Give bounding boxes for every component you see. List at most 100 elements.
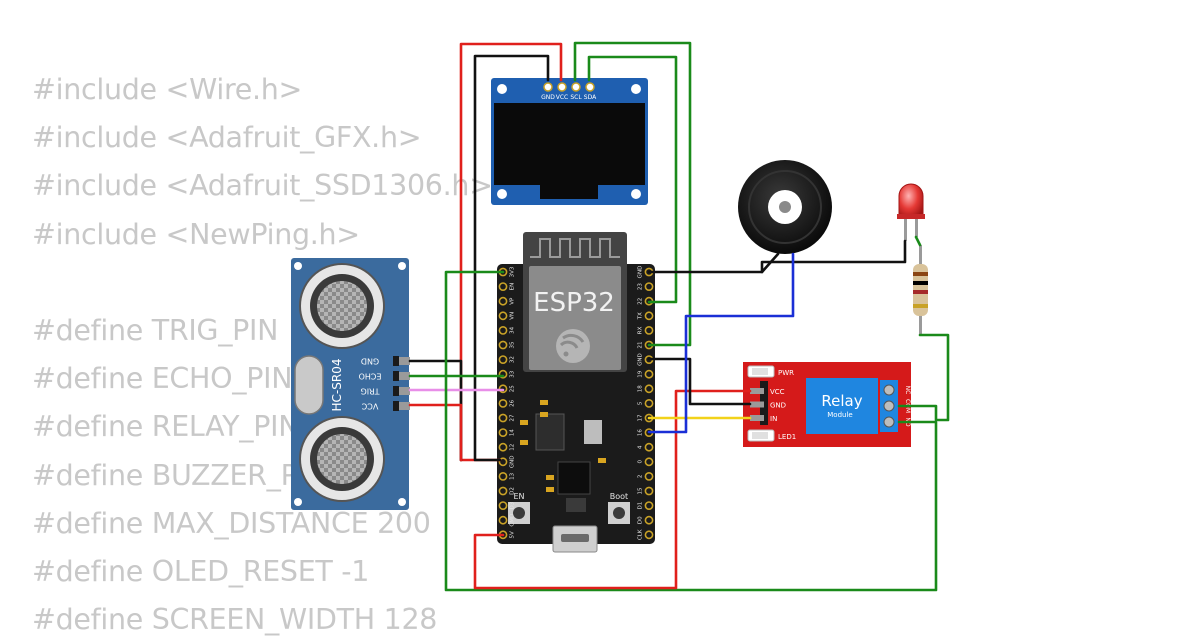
esp32-pin[interactable]: [644, 442, 654, 452]
wire-buzzer-led-gnd[interactable]: [760, 239, 907, 274]
terminal-label-nc: NC: [904, 386, 911, 395]
relay-title: Relay: [821, 392, 862, 410]
wire-esp-gnd-buzzer[interactable]: [647, 252, 780, 274]
esp32-pin-label: 21: [638, 342, 644, 349]
sensor-pin-label: ECHO: [359, 372, 382, 381]
terminal-screw-no: [883, 416, 895, 428]
esp32-pin-label: VN: [510, 312, 516, 320]
sensor-pin[interactable]: [393, 372, 410, 380]
oled-pin[interactable]: [571, 82, 581, 92]
boot-button-label: Boot: [610, 492, 628, 501]
oled-pin[interactable]: [585, 82, 595, 92]
esp32-pin-label: 19: [638, 370, 644, 377]
sensor-mount-hole: [294, 498, 302, 506]
oled-mount-hole: [631, 84, 641, 94]
wire-buzzer-signal[interactable]: [647, 252, 795, 434]
led-dome: [898, 183, 924, 219]
esp32-pin-label: TX: [638, 312, 644, 320]
esp32-pin-label: VP: [510, 297, 516, 305]
sensor-pin[interactable]: [393, 357, 410, 365]
boot-button[interactable]: [608, 502, 630, 524]
esp32-pin[interactable]: [498, 501, 508, 510]
esp32-pin[interactable]: [498, 413, 508, 423]
oled-pin[interactable]: [543, 82, 553, 92]
esp32-pin[interactable]: [644, 384, 654, 394]
relay-pin[interactable]: [750, 388, 764, 394]
relay-subtitle: Module: [827, 411, 852, 419]
esp32-pin-label: D3: [510, 501, 516, 509]
resistor[interactable]: [913, 245, 928, 335]
esp32-pin-label: 17: [638, 414, 644, 421]
esp32-pin[interactable]: [644, 515, 654, 525]
esp32-pin[interactable]: [644, 471, 654, 481]
relay-pin[interactable]: [750, 415, 764, 421]
sensor-pin[interactable]: [393, 387, 410, 395]
esp32-pin[interactable]: [498, 282, 508, 291]
oled-pin[interactable]: [557, 82, 567, 92]
esp32-pin[interactable]: [498, 355, 508, 364]
esp32-pin[interactable]: [644, 325, 654, 335]
esp32-pin[interactable]: [644, 486, 654, 496]
esp32-pin-label: CLK: [638, 529, 644, 540]
relay-coil-housing: [806, 378, 878, 434]
red-led[interactable]: [897, 183, 925, 241]
esp32-pin[interactable]: [644, 530, 654, 540]
esp32-pin[interactable]: [644, 457, 654, 467]
esp32-pin[interactable]: [498, 398, 508, 408]
oled-pin-label: SCL: [570, 94, 582, 101]
resistor-band: [913, 290, 928, 294]
voltage-regulator: [535, 413, 565, 451]
sensor-mount-hole: [398, 498, 406, 506]
esp32-pin[interactable]: [644, 311, 654, 321]
esp32-pin[interactable]: [644, 398, 654, 408]
wire-esp-3v3[interactable]: [444, 270, 938, 592]
esp32-pin[interactable]: [498, 296, 508, 306]
esp32-pin[interactable]: [498, 471, 508, 481]
code-line: #define OLED_RESET -1: [32, 554, 370, 588]
led1-lens: [752, 432, 768, 439]
esp32-pin-label: 26: [510, 399, 516, 406]
esp32-pin[interactable]: [498, 325, 508, 335]
esp32-pin-label: 25: [510, 385, 516, 392]
esp32-pin[interactable]: [498, 442, 508, 452]
esp32-pin[interactable]: [498, 515, 508, 525]
esp32-pin-label: 22: [638, 298, 644, 305]
code-line: #define MAX_DISTANCE 200: [32, 506, 431, 540]
sensor-pin-housing: [393, 371, 399, 381]
en-button-label: EN: [513, 492, 524, 501]
sensor-pin-label: TRIG: [360, 387, 380, 396]
oled-screen: [494, 103, 645, 185]
sensor-pin-housing: [393, 386, 399, 396]
esp32-pin[interactable]: [498, 340, 508, 350]
wire-esp-5v[interactable]: [473, 389, 752, 590]
wire-resistor-relay[interactable]: [897, 333, 950, 422]
esp32-pin[interactable]: [644, 501, 654, 510]
wire-led-resistor[interactable]: [914, 235, 922, 247]
esp32-pin[interactable]: [644, 369, 654, 379]
usb-uart-chip: [557, 461, 591, 495]
sensor-pin[interactable]: [393, 402, 410, 410]
usb-port[interactable]: [552, 525, 598, 553]
wire-oled-scl[interactable]: [573, 41, 692, 347]
esp32-pin[interactable]: [498, 428, 508, 437]
en-button[interactable]: [508, 502, 530, 524]
wire-oled-gnd[interactable]: [473, 54, 550, 462]
esp32-pin[interactable]: [498, 311, 508, 321]
esp32-pin[interactable]: [498, 486, 508, 496]
relay-pin[interactable]: [750, 401, 764, 408]
smd-component: [540, 400, 548, 405]
esp32-pin-label: 18: [638, 385, 644, 392]
wire-oled-sda[interactable]: [587, 55, 678, 304]
buzzer[interactable]: [738, 160, 832, 254]
wire-sensor-vcc[interactable]: [408, 403, 463, 462]
esp32-pin[interactable]: [644, 282, 654, 291]
wire-esp-gnd-relay[interactable]: [647, 357, 752, 406]
smd-component: [520, 440, 528, 445]
esp32-pin-label: 35: [510, 341, 516, 348]
